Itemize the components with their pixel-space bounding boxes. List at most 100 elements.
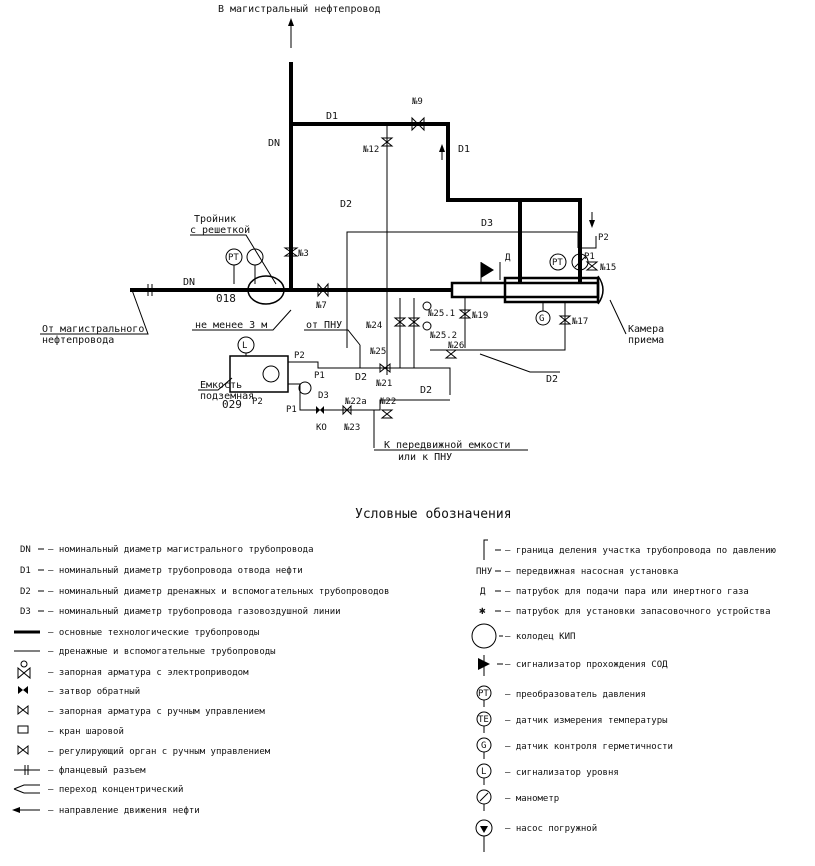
label-dn-riser: DN: [268, 138, 280, 149]
p1-lower-label: P1: [286, 405, 297, 415]
d2-leader: [479, 353, 560, 373]
valve-n17-label: №17: [571, 317, 588, 327]
legend-launch-port-icon: ✱: [479, 604, 486, 617]
tee-leader: [190, 234, 277, 285]
underground-tank: [229, 355, 289, 393]
valve-n9: [411, 116, 425, 132]
well-029-label: 029: [222, 398, 242, 411]
p2-lower-label: P2: [252, 397, 263, 407]
legend-sym-pnu: ПНУ: [476, 567, 493, 577]
valve-n12-label: №12: [362, 145, 379, 155]
legend-dashes: [38, 548, 503, 665]
not-less-label: не менее 3 м: [195, 320, 267, 331]
chamber-pt-icon: [549, 253, 567, 271]
label-d2-lower: D2: [355, 372, 367, 383]
valve-n15: [585, 261, 599, 271]
legend-right-texts: – граница деления участка трубопровода п…: [505, 545, 777, 834]
valve-n26-label: №26: [447, 341, 464, 351]
label-dn-horizontal: DN: [183, 277, 195, 288]
p1-tank-label: P1: [314, 371, 325, 381]
g-sensor-label: G: [539, 314, 544, 324]
chamber-pt-label: PT: [552, 258, 563, 268]
p2-tank-label: P2: [294, 351, 305, 361]
legend-item: – переход концентрический: [48, 785, 183, 795]
legend-kip-well-icon: [471, 623, 497, 649]
legend-item: – датчик контроля герметичности: [505, 742, 673, 752]
legend-item: – кран шаровой: [48, 727, 124, 737]
top-label: В магистральный нефтепровод: [218, 3, 381, 15]
p1-top-label: P1: [584, 252, 595, 262]
valve-n12: [380, 137, 394, 147]
chamber-manometer-icon: [571, 253, 589, 271]
drain-collector: [359, 345, 451, 395]
legend-item: – манометр: [505, 794, 559, 804]
legend: Условные обозначения DN D1 D2 D3 – номин…: [12, 507, 777, 852]
tank-manometer-icon: [298, 381, 312, 395]
valve-n25-label: №25: [369, 347, 386, 357]
valve-n15-label: №15: [599, 263, 616, 273]
well-018-label: 018: [216, 292, 236, 305]
valve-n19-label: №19: [471, 311, 488, 321]
d3-near-tank: D3: [318, 391, 329, 401]
label-d3: D3: [481, 218, 493, 229]
tank-label-1: Емкость: [200, 380, 242, 391]
label-d2-right: D2: [420, 385, 432, 396]
legend-reducer-icon: [13, 784, 40, 794]
tank-label-2: подземная: [200, 391, 254, 402]
chamber-end-cap: [597, 275, 604, 305]
from-main-leader: [40, 289, 149, 335]
chamber-leader: [609, 299, 627, 335]
legend-sym-d1: D1: [20, 566, 31, 576]
submersible-pump-icon: [262, 365, 280, 383]
legend-sym-d2: D2: [20, 587, 31, 597]
tank-pump-line: [288, 383, 450, 411]
valve-n3: [283, 247, 299, 257]
legend-item: – дренажные и вспомогательные трубопрово…: [48, 646, 276, 657]
legend-right-symbols: ПНУ Д ✱ PT TE G L: [471, 539, 497, 852]
legend-sym-g: G: [481, 741, 486, 751]
legend-left-texts: – номинальный диаметр магистрального тру…: [48, 544, 389, 816]
tank-leader: [198, 377, 233, 391]
legend-item: – номинальный диаметр трубопровода отвод…: [48, 565, 303, 576]
legend-item: – граница деления участка трубопровода п…: [505, 545, 777, 556]
legend-sym-d3: D3: [20, 607, 31, 617]
legend-manual-valve-icon: [17, 704, 29, 716]
tee-label-1: Тройник: [194, 213, 236, 225]
gas-air-bend: [578, 236, 597, 249]
scheme: В магистральный нефтепровод PT DN DN D1 …: [40, 3, 664, 463]
from-pnu-label: от ПНУ: [306, 320, 342, 331]
check-valve-ko: [316, 406, 324, 414]
valve-n252-label: №25.2: [429, 331, 457, 341]
sod-signal-icon: [481, 262, 494, 278]
legend-electric-drive-icon: [20, 660, 28, 668]
receiving-chamber: [450, 281, 600, 299]
valve-n22a: [342, 404, 352, 416]
from-pnu-leader: [304, 329, 361, 346]
chamber-label-1: Камера: [628, 324, 664, 335]
valve-n26: [444, 349, 458, 359]
valve-n24-label: №24: [365, 321, 382, 331]
valve-n24: [393, 317, 407, 327]
legend-pump-mark: [480, 826, 488, 833]
label-d2-left: D2: [340, 199, 352, 210]
legend-title: Условные обозначения: [355, 507, 512, 522]
legend-sod-signal-icon: [478, 658, 490, 670]
from-main-label-2: нефтепровода: [42, 334, 114, 346]
main-pipe-d1: [291, 122, 582, 285]
valve-n21-label: №21: [375, 379, 392, 389]
legend-item: – сигнализатор уровня: [505, 768, 619, 778]
valve-n17: [558, 315, 572, 325]
legend-sym-l: L: [481, 767, 486, 777]
from-main-label-1: От магистрального: [42, 324, 144, 335]
legend-sym-te: TE: [478, 715, 489, 725]
valve-n22: [380, 409, 394, 419]
level-alarm-label: L: [242, 341, 247, 351]
p2-top-label: P2: [598, 233, 609, 243]
legend-item: – датчик измерения температуры: [505, 716, 668, 726]
receiving-chamber-body: [503, 276, 600, 304]
legend-item: – колодец КИП: [505, 632, 575, 642]
legend-sym-pt: PT: [478, 689, 489, 699]
legend-item: – затвор обратный: [48, 686, 140, 697]
valve-n7: [317, 282, 329, 298]
chamber-label-2: приема: [628, 335, 664, 346]
